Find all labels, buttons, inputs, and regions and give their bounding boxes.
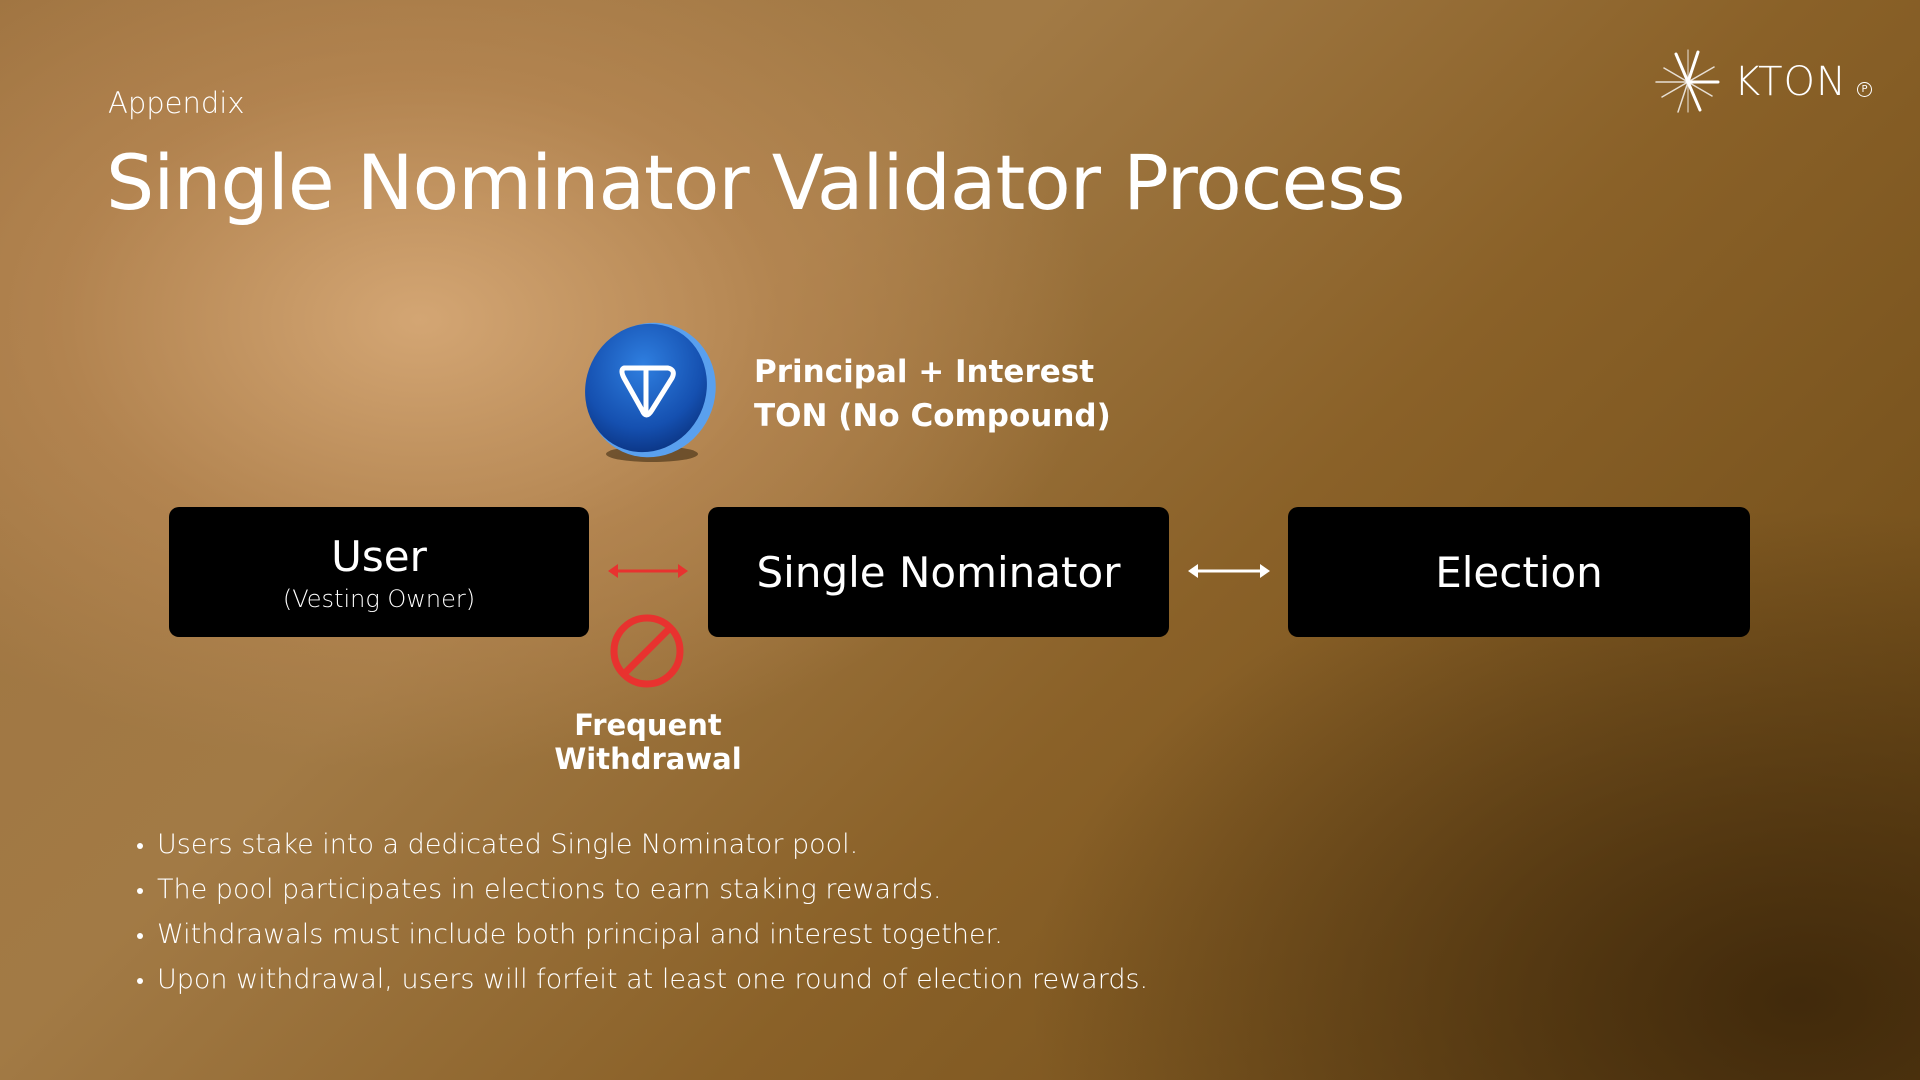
single-nominator-box: Single Nominator <box>708 507 1169 637</box>
logo-badge: P <box>1856 81 1872 97</box>
section-label: Appendix <box>108 86 245 120</box>
user-subtitle: (Vesting Owner) <box>282 584 476 613</box>
bullet-item: The pool participates in elections to ea… <box>135 867 1148 912</box>
kton-logo: KTON P <box>1652 46 1872 118</box>
coin-label: Principal + Interest TON (No Compound) <box>754 350 1111 438</box>
single-nominator-title: Single Nominator <box>756 547 1121 597</box>
bullet-item: Withdrawals must include both principal … <box>135 912 1148 957</box>
coin-label-line2: TON (No Compound) <box>754 398 1111 434</box>
prohibited-icon <box>610 614 684 688</box>
bullet-item: Users stake into a dedicated Single Nomi… <box>135 822 1148 867</box>
double-arrow-icon <box>1188 564 1270 578</box>
user-title: User <box>331 531 427 581</box>
bullet-item: Upon withdrawal, users will forfeit at l… <box>135 957 1148 1002</box>
page-title: Single Nominator Validator Process <box>106 138 1405 227</box>
election-title: Election <box>1435 547 1603 597</box>
starburst-icon <box>1655 49 1720 113</box>
logo-text: KTON <box>1734 59 1847 105</box>
red-double-arrow-icon <box>608 564 688 578</box>
bullet-list: Users stake into a dedicated Single Nomi… <box>135 822 1148 1002</box>
ton-coin-icon <box>585 322 716 462</box>
election-box: Election <box>1288 507 1750 637</box>
user-box: User (Vesting Owner) <box>169 507 589 637</box>
frequent-withdrawal-label: Frequent Withdrawal <box>554 708 742 776</box>
coin-label-line1: Principal + Interest <box>754 354 1095 390</box>
